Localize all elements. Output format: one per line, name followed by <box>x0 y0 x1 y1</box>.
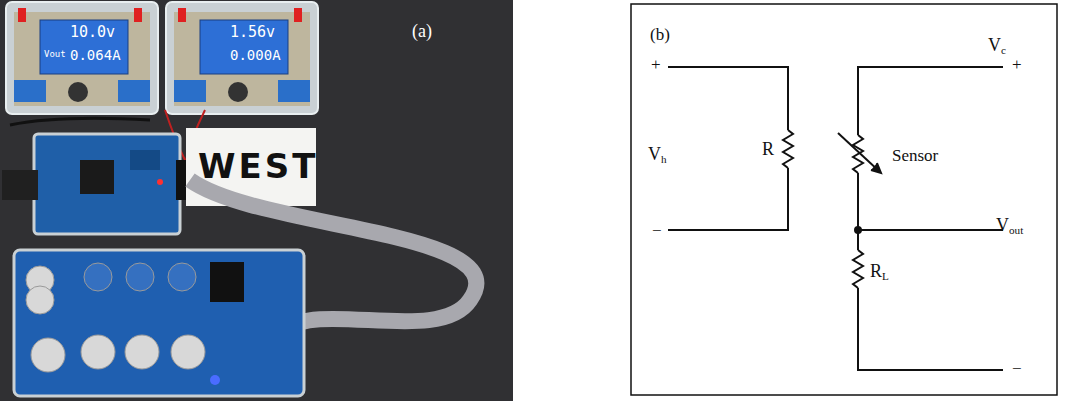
part-name: R <box>762 140 774 160</box>
circuit-schematic <box>631 4 1057 395</box>
module-case <box>6 2 158 114</box>
variable-arrow <box>838 133 880 172</box>
pin-sign: − <box>1012 360 1022 379</box>
subscript: c <box>1001 44 1006 56</box>
wire <box>857 173 859 250</box>
module-case <box>166 2 318 114</box>
subscript: L <box>882 270 889 282</box>
logo-text: WEST <box>198 148 318 185</box>
terminal-block <box>14 80 46 102</box>
part-name: Sensor <box>892 147 938 166</box>
lcd-reading: 1.56v <box>230 24 275 41</box>
subscript: out <box>1009 224 1023 236</box>
arrow-head <box>871 163 881 173</box>
panel-frame <box>631 4 1057 395</box>
lcd-screen <box>40 20 128 74</box>
wire <box>858 288 1003 370</box>
resistor-symbol <box>783 130 793 168</box>
wire <box>668 168 788 230</box>
pin-sign: + <box>651 56 661 75</box>
signal-name: Vout <box>996 216 1023 236</box>
controller-board <box>34 134 180 234</box>
junction-dot <box>855 227 861 233</box>
gas-sensors <box>26 263 205 372</box>
wire <box>858 67 1003 135</box>
lcd-reading: 0.000A <box>230 48 281 63</box>
pin-sign: + <box>1012 56 1022 75</box>
signal-name: Vc <box>988 36 1006 56</box>
part-name: RL <box>870 262 889 282</box>
photo-ground <box>0 0 513 401</box>
terminal-block <box>118 80 150 102</box>
resistor-symbol <box>853 250 863 288</box>
symbol-letter: V <box>988 35 1001 55</box>
sensor-array-board <box>14 250 304 396</box>
lcd-caption: Vout <box>44 50 66 60</box>
wire <box>668 67 788 130</box>
lcd-reading: 0.064A <box>70 48 121 63</box>
pin-sign: − <box>652 222 662 241</box>
panel-tag: (a) <box>412 22 432 42</box>
lcd-reading: 10.0v <box>70 24 115 41</box>
symbol-letter: V <box>648 144 661 164</box>
wire <box>858 229 1003 231</box>
subscript: h <box>661 153 667 165</box>
hardware-photo <box>0 0 513 401</box>
signal-name: Vh <box>648 145 667 165</box>
symbol-letter: V <box>996 215 1009 235</box>
lcd-screen <box>200 20 288 74</box>
symbol-letter: R <box>870 261 882 281</box>
panel-tag: (b) <box>650 26 670 45</box>
